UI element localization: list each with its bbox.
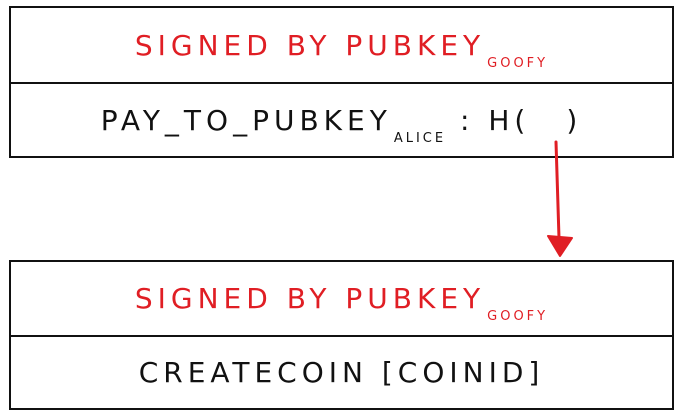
signature-row-top: SIGNED BY PUBKEYGOOFY xyxy=(11,8,672,82)
signature-row-bottom: SIGNED BY PUBKEYGOOFY xyxy=(11,262,672,335)
signature-subscript-top: GOOFY xyxy=(487,55,549,71)
signature-text-bottom: SIGNED BY PUBKEYGOOFY xyxy=(134,282,548,324)
statement-text-bottom: CREATECOIN [COINID] xyxy=(138,356,545,389)
statement-close-top: ) xyxy=(566,103,583,137)
signature-label-top: SIGNED BY PUBKEY xyxy=(134,28,486,62)
arrow-head xyxy=(547,235,573,257)
statement-label-top: PAY_TO_PUBKEY xyxy=(100,103,392,137)
statement-suffix-top: : H( xyxy=(460,103,531,137)
transaction-block-bottom: SIGNED BY PUBKEYGOOFY CREATECOIN [COINID… xyxy=(9,260,674,410)
signature-label-bottom: SIGNED BY PUBKEY xyxy=(134,282,486,315)
statement-subscript-top: ALICE xyxy=(393,130,447,146)
signature-subscript-bottom: GOOFY xyxy=(487,309,549,324)
statement-row-top: PAY_TO_PUBKEYALICE : H() xyxy=(11,82,672,156)
statement-text-top: PAY_TO_PUBKEYALICE : H() xyxy=(100,103,583,146)
statement-row-bottom: CREATECOIN [COINID] xyxy=(11,335,672,408)
transaction-block-top: SIGNED BY PUBKEYGOOFY PAY_TO_PUBKEYALICE… xyxy=(9,6,674,158)
signature-text-top: SIGNED BY PUBKEYGOOFY xyxy=(134,28,548,71)
